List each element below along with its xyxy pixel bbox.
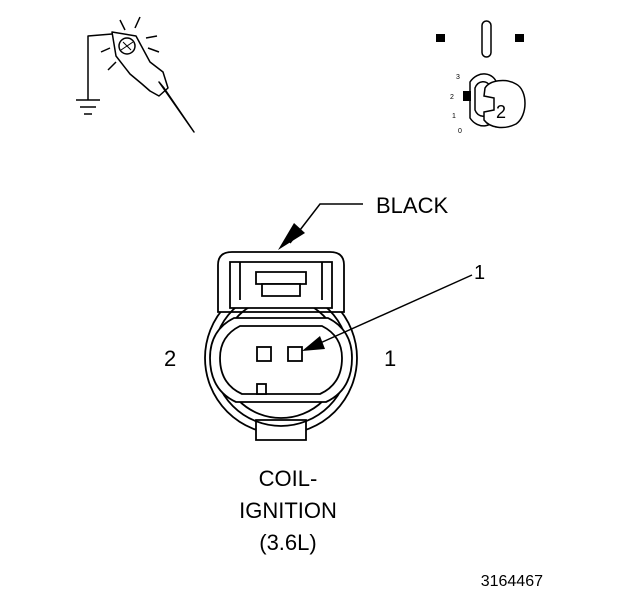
terminal-cavity-1 — [287, 346, 303, 362]
key-position-1: 1 — [452, 113, 456, 120]
key-position-2: 2 — [450, 94, 454, 101]
ground-symbol-icon — [76, 99, 100, 115]
pin-1-label: 1 — [384, 346, 396, 371]
pin-2-label: 2 — [164, 346, 176, 371]
pin-callout-label: 1 — [474, 262, 485, 284]
terminal-cavity-2 — [256, 346, 272, 362]
test-light-probe-icon — [87, 16, 195, 133]
caption-line-2: IGNITION — [239, 498, 337, 523]
key-position-3: 3 — [456, 74, 460, 81]
wire-color-label: BLACK — [376, 193, 448, 218]
ignition-key-icon: 3 2 1 0 2 — [436, 20, 526, 135]
caption-line-3: (3.6L) — [259, 530, 316, 555]
connector-body — [204, 251, 358, 441]
figure-number: 3164467 — [481, 573, 543, 590]
pin-callout-leader — [302, 274, 473, 351]
key-number: 2 — [496, 102, 506, 122]
caption-line-1: COIL- — [259, 466, 318, 491]
key-position-0: 0 — [458, 128, 462, 135]
connector-caption: COIL- IGNITION (3.6L) — [239, 466, 337, 555]
wire-color-callout: BLACK — [278, 193, 448, 250]
